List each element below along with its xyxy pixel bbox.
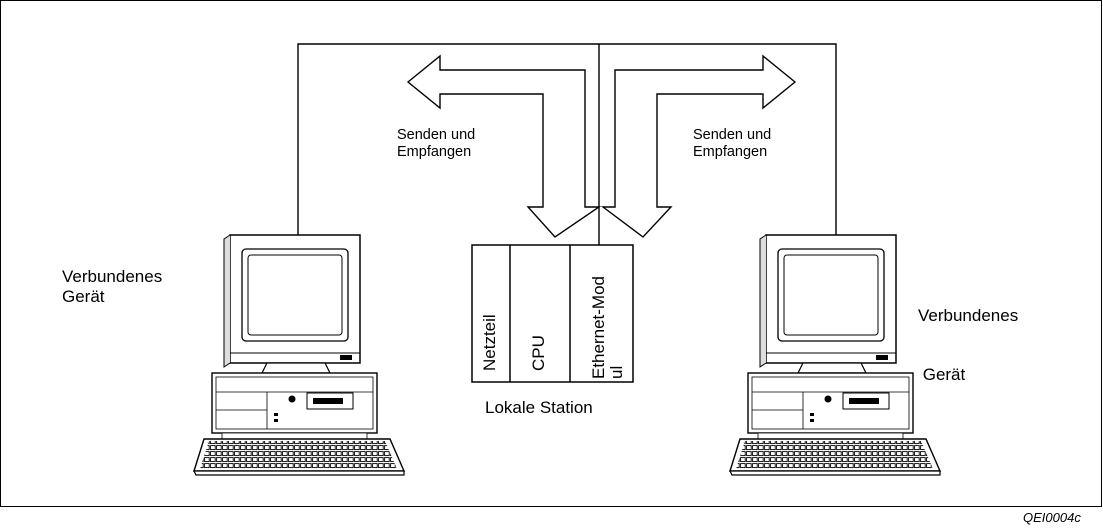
left-computer-icon bbox=[193, 234, 405, 476]
left-arrow-label-line2: Empfangen bbox=[397, 143, 472, 160]
network-cable bbox=[297, 43, 837, 248]
left-device-label-line2: Gerät bbox=[62, 286, 105, 306]
figure-code: QEI0004c bbox=[1023, 510, 1081, 525]
right-device-label: Verbundenes Gerät bbox=[918, 267, 1018, 404]
figure-frame bbox=[0, 0, 1102, 507]
left-arrow-label: Senden und Empfangen bbox=[397, 127, 475, 160]
local-station-rack bbox=[471, 244, 634, 383]
left-device-label-line1: Verbundenes bbox=[62, 267, 163, 286]
module-label-cpu: CPU bbox=[529, 335, 548, 371]
right-arrow-label-line1: Senden und bbox=[693, 127, 772, 143]
right-computer-icon bbox=[729, 234, 941, 476]
right-arrow-label: Senden und Empfangen bbox=[693, 127, 771, 160]
left-send-receive-arrow bbox=[406, 54, 602, 238]
left-arrow-label-line1: Senden und bbox=[397, 127, 476, 143]
module-label-ethernet: Ethernet-Mod ul bbox=[589, 276, 626, 379]
right-arrow-label-line2: Empfangen bbox=[693, 143, 768, 160]
station-caption: Lokale Station bbox=[485, 398, 593, 417]
module-label-netzteil: Netzteil bbox=[480, 314, 499, 371]
right-device-label-line2: Gerät bbox=[918, 364, 966, 384]
right-device-label-line1: Verbundenes bbox=[918, 306, 1019, 326]
right-send-receive-arrow bbox=[600, 54, 797, 238]
left-device-label: Verbundenes Gerät bbox=[62, 267, 162, 306]
